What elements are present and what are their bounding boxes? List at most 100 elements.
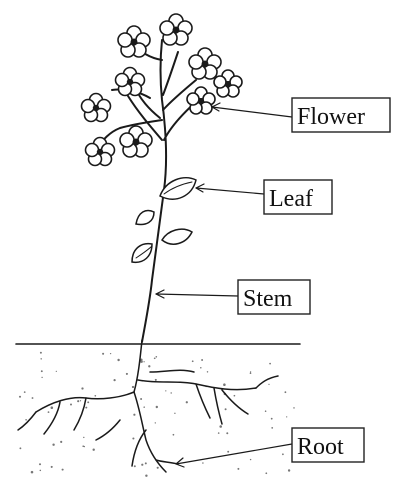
soil-dot [219,425,222,428]
flower-pointer [212,107,292,117]
flower-shape [86,138,115,166]
soil-dot [218,432,220,434]
soil-dot [157,467,159,469]
soil-dot [132,386,134,388]
flower-shape [82,94,111,122]
soil-dot [155,379,157,381]
soil-dot [126,373,128,375]
label-root-text: Root [297,434,344,460]
soil-dot [145,474,147,476]
soil-dot [24,391,26,393]
soil-dot [186,401,188,403]
flower-shape [160,14,192,45]
soil-dot [265,410,267,412]
soil-dot [83,437,84,438]
soil-dot [143,406,145,408]
soil-dot [156,356,158,358]
soil [16,344,300,477]
soil-dot [201,359,203,361]
roots [18,340,278,472]
soil-dot [81,387,83,389]
soil-dot [39,463,41,465]
soil-dot [223,383,226,386]
flower-shape [116,68,145,96]
soil-dot [271,418,273,420]
soil-dot [40,470,42,472]
soil-dot [173,434,175,436]
soil-dot [25,419,27,421]
soil-dot [41,370,43,372]
soil-speckles [19,352,296,477]
soil-dot [154,357,156,359]
soil-dot [288,469,290,471]
soil-dot [237,468,239,470]
soil-dot [51,406,54,409]
soil-dot [234,395,236,397]
label-leaf-text: Leaf [269,186,313,212]
soil-dot [132,437,134,439]
soil-dot [200,367,202,369]
leaf-shape [162,229,192,244]
soil-dot [156,406,158,408]
flower-shape [187,87,215,114]
soil-dot [140,398,142,400]
stem-pointer [156,294,238,296]
soil-dot [271,427,273,429]
flower-shape [120,126,152,157]
soil-dot [133,414,135,416]
soil-dot [284,391,286,393]
soil-dot [268,384,269,385]
soil-dot [145,462,147,464]
soil-dot [94,395,96,397]
soil-dot [141,464,143,466]
soil-dot [113,379,115,381]
root-pointer [176,444,292,464]
soil-dot [19,447,21,449]
soil-dot [117,359,119,361]
flower-shape [189,48,221,79]
soil-dot [51,466,53,468]
soil-dot [250,372,252,374]
label-leaf: Leaf [264,180,332,214]
soil-dot [102,353,104,355]
label-flower-text: Flower [297,104,365,130]
soil-dot [143,361,144,362]
soil-dot [250,371,251,372]
soil-dot [40,352,42,354]
label-root: Root [292,428,364,462]
soil-dot [87,401,89,403]
soil-dot [225,408,227,410]
soil-dot [250,459,251,460]
soil-dot [165,390,166,391]
flower-shape [118,26,150,57]
soil-dot [62,469,64,471]
soil-dot [32,397,34,399]
soil-dot [282,453,284,455]
soil-dot [93,449,95,451]
soil-dot [110,353,111,354]
soil-dot [148,365,150,367]
soil-dot [60,441,62,443]
soil-dot [134,465,136,467]
label-stem-text: Stem [243,286,293,312]
leaf-shape [132,244,152,263]
leaves [132,178,196,263]
soil-dot [227,451,229,453]
soil-dot [19,396,21,398]
soil-dot [56,371,57,372]
flower-shape [214,70,242,97]
soil-dot [170,392,171,393]
soil-dot [31,471,34,474]
soil-dot [77,400,79,402]
leaf-shape [136,211,154,225]
soil-dot [40,358,41,359]
soil-dot [293,407,295,409]
soil-dot [269,363,271,365]
soil-dot [265,472,267,474]
soil-dot [174,413,175,414]
soil-dot [70,404,72,406]
leaf-pointer [196,188,264,194]
label-flower: Flower [292,98,390,132]
soil-dot [82,445,84,447]
